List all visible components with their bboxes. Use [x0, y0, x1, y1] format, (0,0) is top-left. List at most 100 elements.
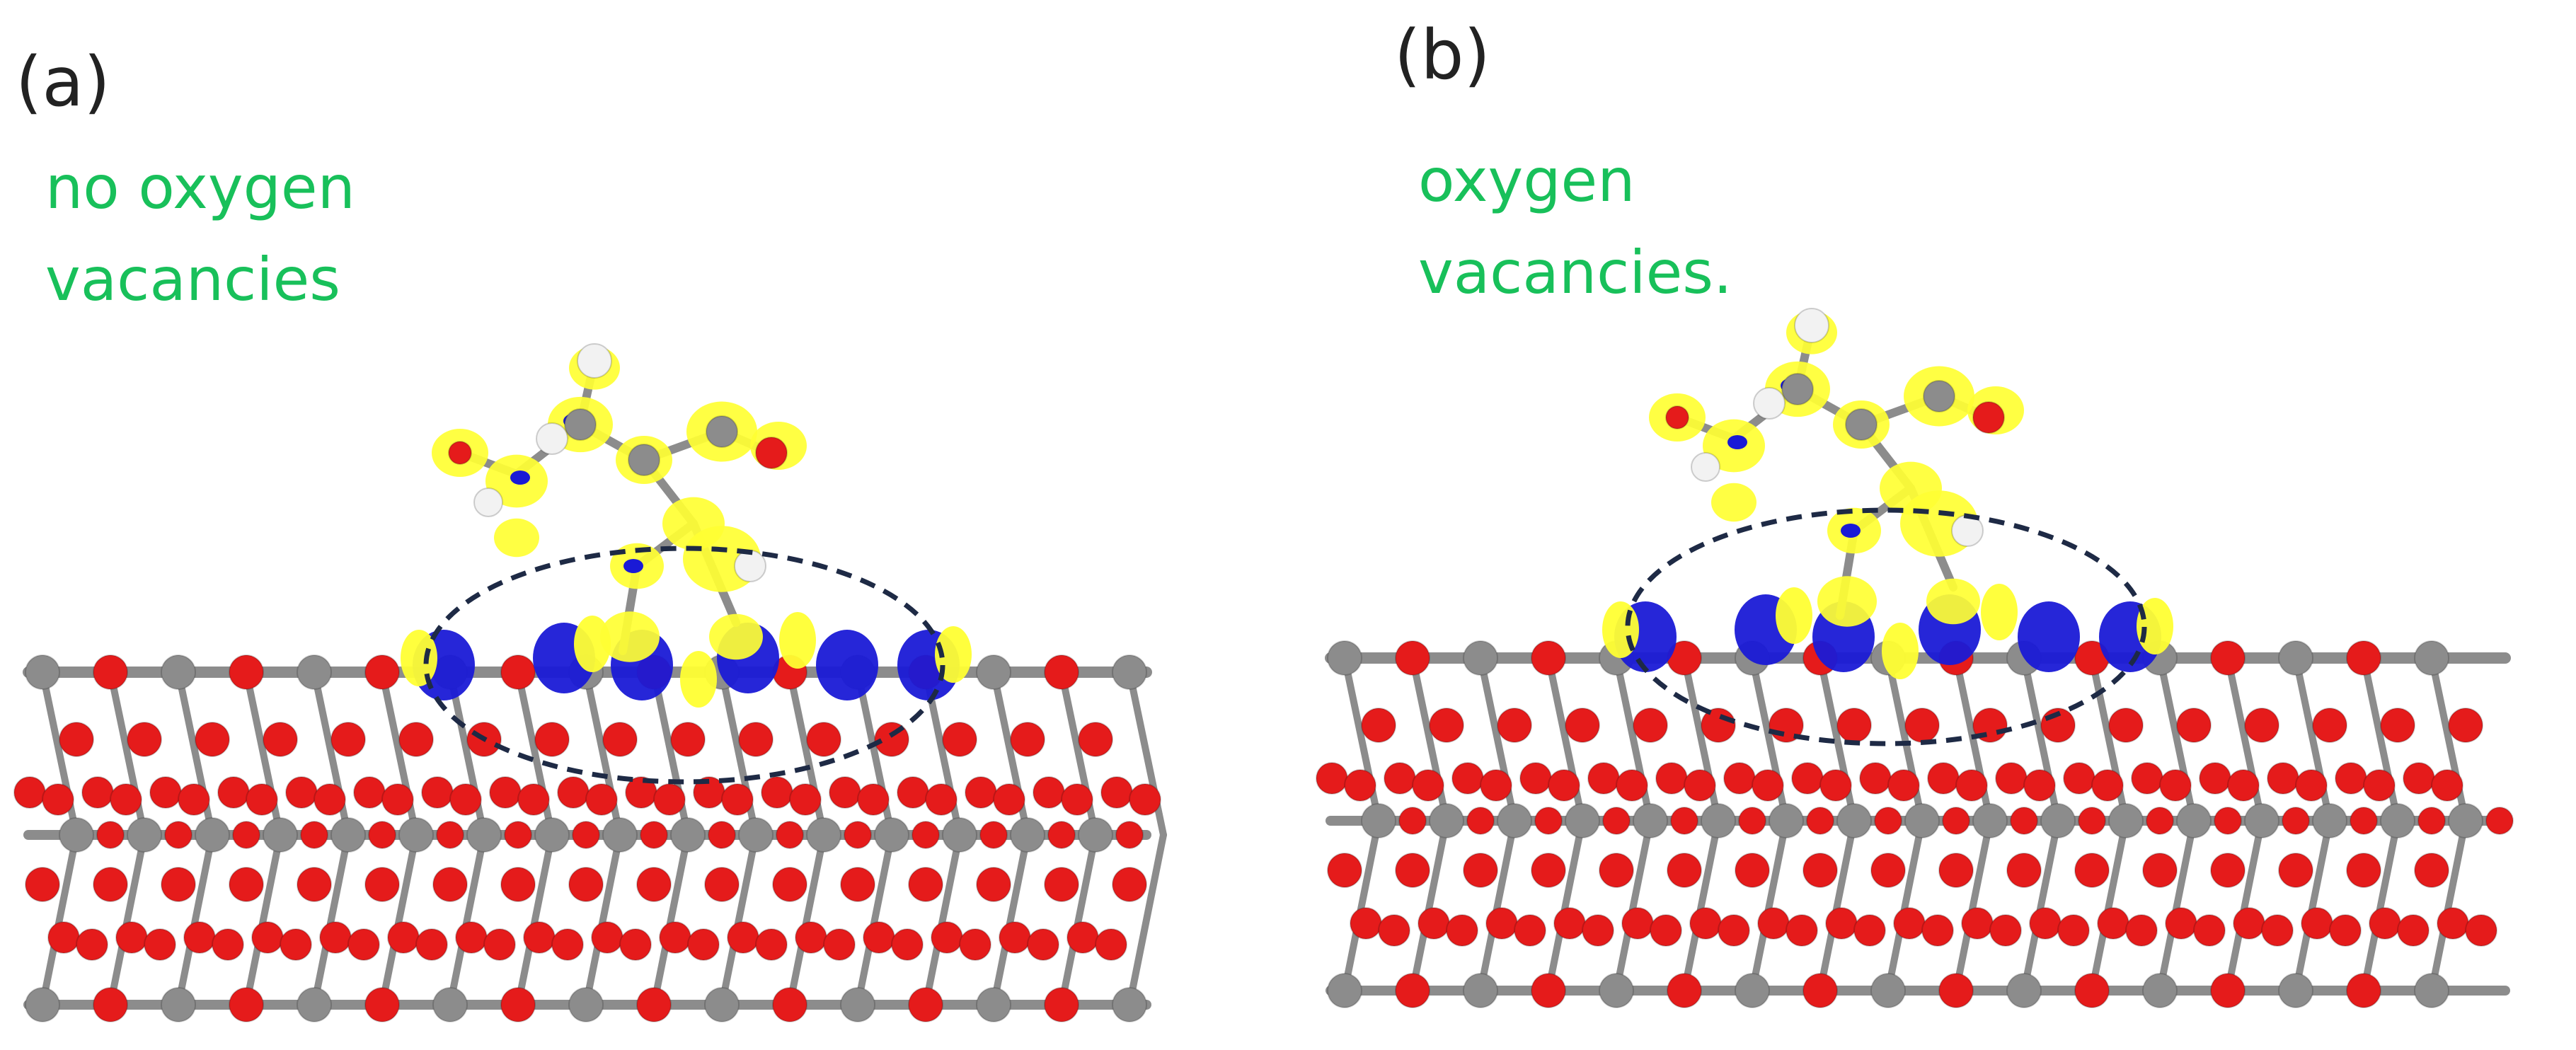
oxygen-atom [1650, 914, 1682, 947]
oxygen-atom [1361, 708, 1396, 743]
oxygen-atom [1599, 853, 1634, 888]
oxygen-atom [500, 987, 536, 1022]
oxygen-atom [912, 821, 940, 849]
oxygen-atom [2437, 907, 2469, 940]
charge-accumulation-lobe [600, 611, 660, 662]
oxygen-atom [772, 987, 807, 1022]
oxygen-atom [2448, 708, 2483, 743]
oxygen-atom [2465, 914, 2497, 947]
bond [854, 831, 895, 1008]
oxygen-atom [2233, 907, 2265, 940]
oxygen-atom [1115, 821, 1144, 849]
oxygen-atom [398, 722, 434, 757]
metal-atom [1429, 803, 1464, 838]
oxygen-atom [415, 928, 448, 961]
metal-atom [1112, 654, 1147, 690]
oxygen-atom [1791, 762, 1824, 795]
oxygen-atom [1531, 640, 1566, 676]
oxygen-atom [364, 987, 400, 1022]
slab-b [1316, 584, 2514, 1008]
oxygen-atom [42, 783, 74, 816]
bond [379, 831, 420, 1008]
metal-atom [840, 987, 875, 1022]
oxygen-atom [448, 441, 472, 465]
oxygen-atom [96, 821, 125, 849]
oxygen-atom [246, 783, 278, 816]
slab-a [13, 612, 1167, 1022]
oxygen-atom [1429, 708, 1464, 743]
oxygen-atom [2261, 914, 2294, 947]
oxygen-atom [1100, 776, 1133, 809]
oxygen-atom [195, 722, 230, 757]
oxygen-atom [523, 921, 556, 954]
oxygen-atom [2176, 708, 2212, 743]
oxygen-atom [2329, 914, 2362, 947]
oxygen-atom [1802, 853, 1838, 888]
metal-atom [2448, 803, 2483, 838]
hydrogen-atom [536, 422, 568, 455]
oxygen-atom [772, 867, 807, 902]
oxygen-atom [908, 867, 943, 902]
oxygen-atom [300, 821, 328, 849]
molecule-a [432, 343, 807, 662]
oxygen-atom [2146, 807, 2174, 835]
charge-accumulation-lobe [1981, 584, 2018, 640]
bond [1613, 817, 1654, 994]
oxygen-atom [636, 867, 672, 902]
metal-atom [738, 817, 774, 853]
oxygen-atom [1565, 708, 1600, 743]
charge-accumulation-lobe [1882, 623, 1919, 679]
oxygen-atom [500, 867, 536, 902]
charge-accumulation-lobe [1711, 483, 1756, 522]
bond [2156, 817, 2197, 994]
oxygen-atom [557, 776, 590, 809]
charge-accumulation-lobe [709, 613, 763, 660]
panel-label-b: (b) [1394, 16, 1490, 95]
oxygen-atom [1684, 769, 1716, 802]
charge-depletion-lobe [816, 630, 878, 700]
metal-atom [1463, 640, 1498, 676]
metal-atom [1361, 803, 1396, 838]
oxygen-atom [1825, 907, 1858, 940]
metal-atom [568, 987, 604, 1022]
carbon-atom [564, 408, 597, 441]
bond [243, 831, 284, 1008]
hydrogen-atom [1753, 387, 1786, 420]
oxygen-atom [1044, 867, 1079, 902]
oxygen-atom [110, 783, 142, 816]
metal-atom [2176, 803, 2212, 838]
oxygen-atom [127, 722, 162, 757]
oxygen-atom [2346, 640, 2381, 676]
oxygen-atom [2108, 708, 2144, 743]
metal-atom [2278, 640, 2313, 676]
oxygen-atom [432, 867, 468, 902]
oxygen-atom [330, 722, 366, 757]
carbon-atom [1781, 373, 1814, 405]
oxygen-atom [1802, 973, 1838, 1008]
oxygen-atom [25, 867, 60, 902]
bond [1477, 817, 1518, 994]
oxygen-atom [1972, 401, 2005, 434]
oxygen-atom [1921, 914, 1954, 947]
caption-a: no oxygen vacancies [45, 153, 355, 314]
oxygen-atom [2485, 807, 2514, 835]
bond [2088, 817, 2129, 994]
metal-atom [161, 654, 196, 690]
oxygen-atom [1616, 769, 1648, 802]
panel-label-a: (a) [16, 42, 110, 122]
oxygen-atom [2074, 853, 2110, 888]
oxygen-atom [1384, 762, 1416, 795]
oxygen-atom [1395, 853, 1430, 888]
oxygen-atom [1466, 807, 1495, 835]
oxygen-atom [687, 928, 720, 961]
oxygen-atom [1718, 914, 1750, 947]
oxygen-atom [999, 921, 1031, 954]
oxygen-atom [217, 776, 250, 809]
oxygen-atom [568, 867, 604, 902]
charge-depletion-lobe [2018, 601, 2080, 672]
metal-atom [976, 987, 1011, 1022]
carbon-atom [628, 444, 660, 476]
oxygen-atom [1350, 907, 1382, 940]
oxygen-atom [789, 783, 822, 816]
oxygen-atom [2074, 973, 2110, 1008]
